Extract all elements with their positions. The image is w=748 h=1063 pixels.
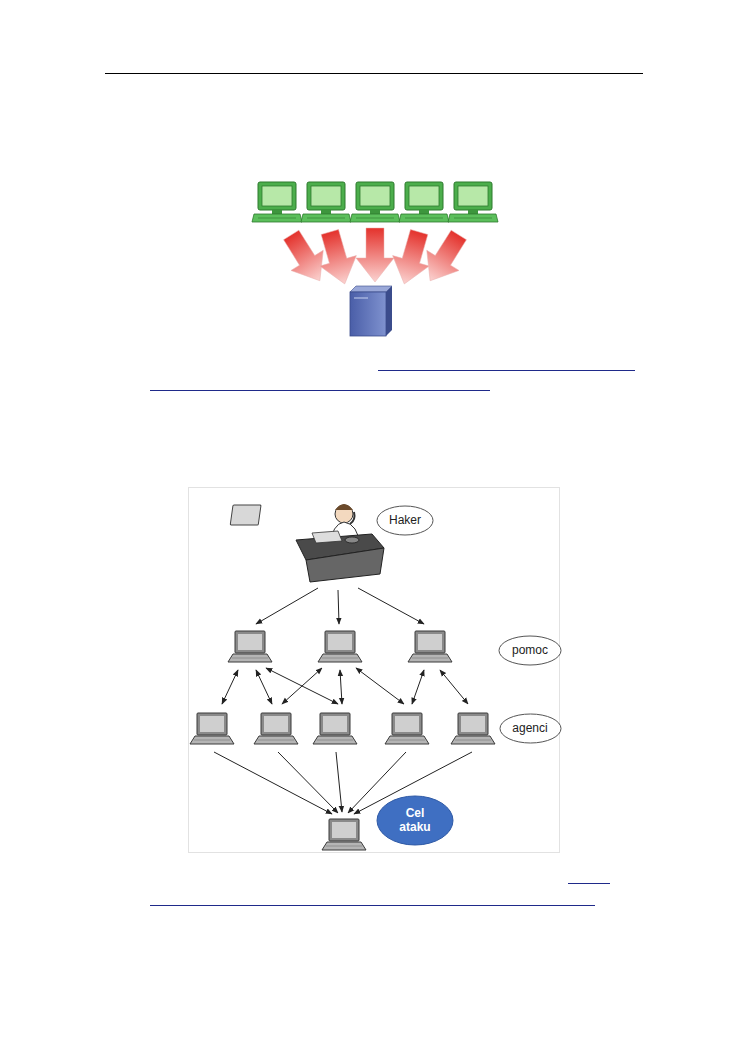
ellipse-label: pomoc	[498, 635, 562, 666]
node-text: Cel ataku	[392, 806, 438, 835]
target-laptop	[322, 819, 366, 850]
agent-laptops	[190, 713, 495, 744]
link-underline	[150, 390, 490, 391]
command-arrows	[256, 588, 424, 624]
node-text: agenci	[512, 721, 547, 735]
helper-laptops	[228, 631, 452, 662]
node-text: pomoc	[512, 643, 548, 657]
link-underline	[568, 883, 610, 884]
ellipse-label: agenci	[499, 713, 562, 744]
ellipse-label: Cel ataku	[376, 795, 454, 846]
control-arrows	[222, 668, 468, 704]
ellipse-label: Haker	[376, 505, 434, 536]
computer-row	[252, 182, 498, 222]
link-underline	[378, 370, 635, 371]
server-tower	[350, 286, 392, 336]
figure-frame	[189, 488, 560, 853]
header-rule	[105, 73, 643, 74]
flood-arrows	[275, 225, 475, 291]
node-text: Haker	[389, 513, 421, 527]
link-underline	[150, 905, 595, 906]
hacker-figure	[230, 504, 384, 582]
